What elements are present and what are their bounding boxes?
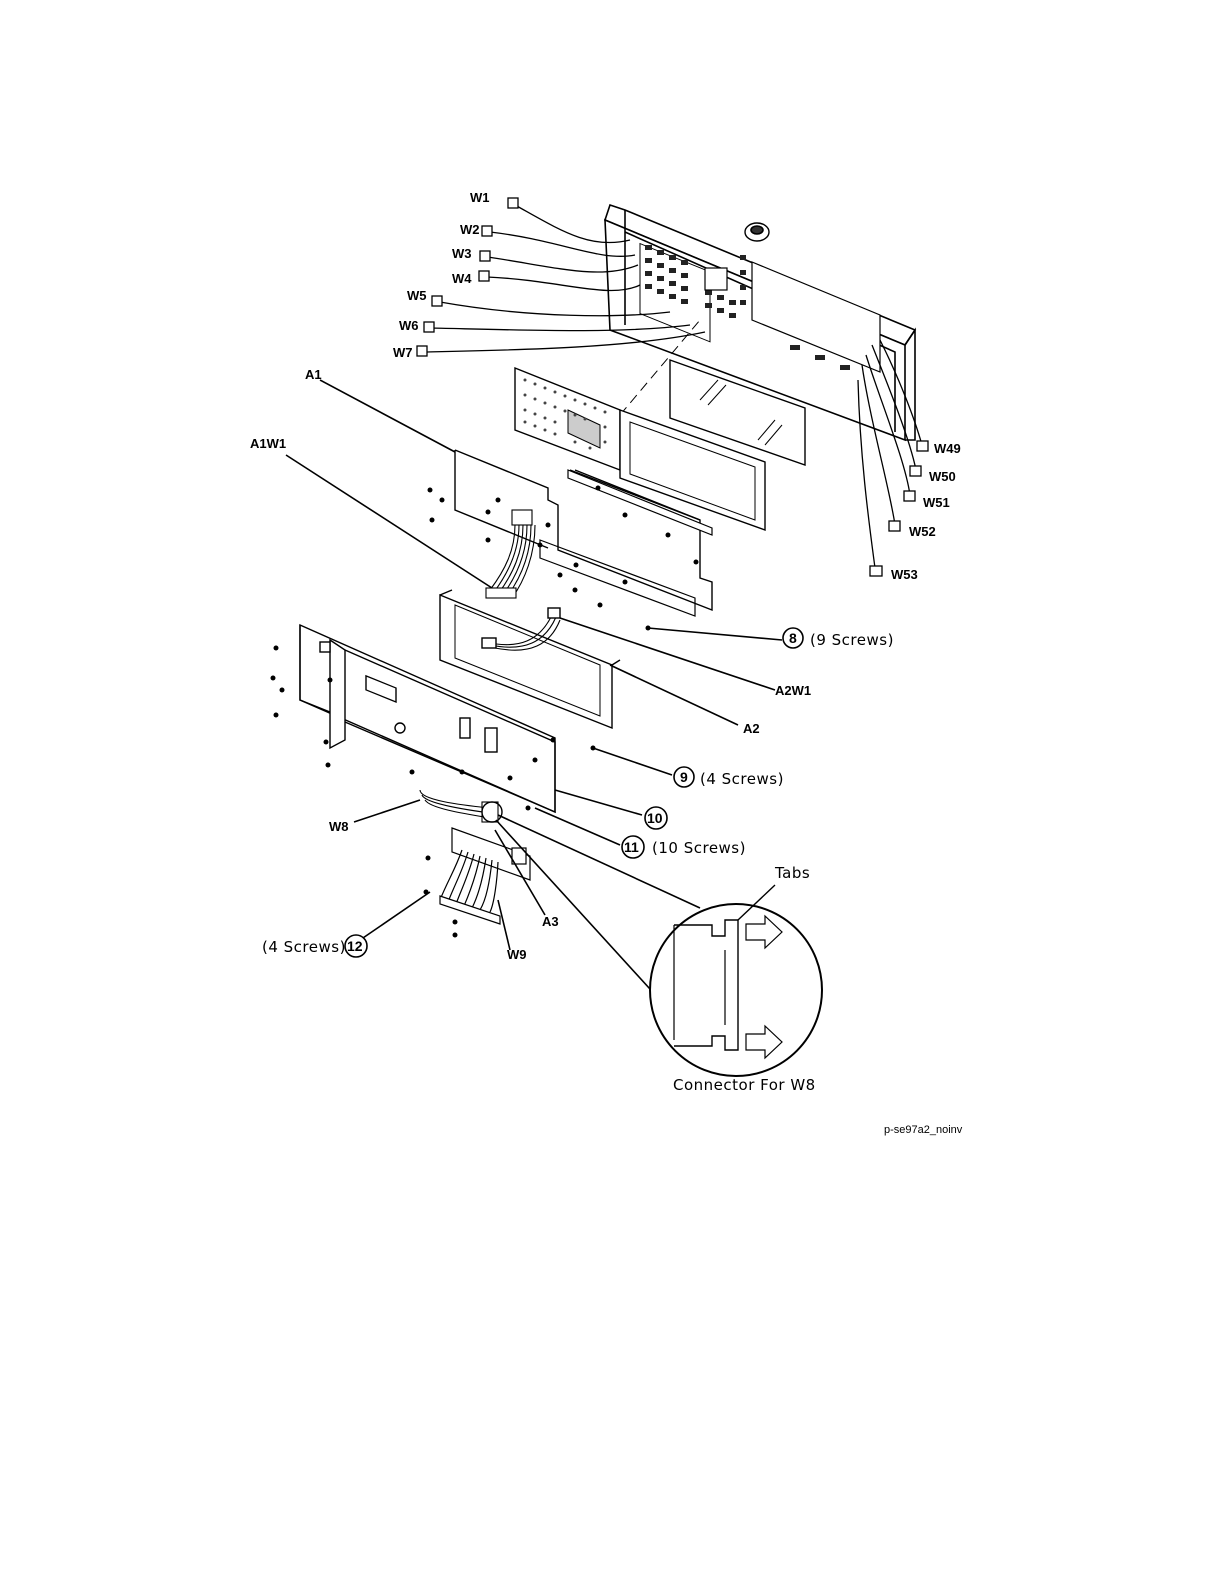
callout-9-note: (4 Screws) [700,770,784,788]
label-w9: W9 [507,947,527,962]
connector-detail-view [650,885,822,1076]
label-w5: W5 [407,288,427,303]
label-a1w1: A1W1 [250,436,286,451]
label-a1: A1 [305,367,322,382]
label-w8: W8 [329,819,349,834]
a2-bracket [440,590,620,728]
callout-12-number: 12 [347,938,363,954]
callout-9-number: 9 [680,769,688,785]
callout-10-number: 10 [647,810,663,826]
detail-caption: Connector For W8 [673,1076,816,1094]
callout-11-note: (10 Screws) [652,839,746,857]
label-w1: W1 [470,190,490,205]
figure-id: p-se97a2_noinv [884,1124,963,1136]
label-w7: W7 [393,345,413,360]
label-w3: W3 [452,246,472,261]
callout-8-note: (9 Screws) [810,631,894,649]
w8-ribbon [420,790,498,822]
label-w49: W49 [934,441,961,456]
callout-8-number: 8 [789,630,797,646]
detail-tabs-label: Tabs [774,864,810,882]
label-a2w1: A2W1 [775,683,811,698]
label-w51: W51 [923,495,950,510]
callout-11-number: 11 [624,839,639,855]
label-w52: W52 [909,524,936,539]
label-a2: A2 [743,721,760,736]
label-w6: W6 [399,318,419,333]
a1w1-ribbon [486,510,535,598]
label-w4: W4 [452,271,472,286]
label-w53: W53 [891,567,918,582]
label-w50: W50 [929,469,956,484]
label-w2: W2 [460,222,480,237]
label-a3: A3 [542,914,559,929]
callout-12-note: (4 Screws) [262,938,346,956]
